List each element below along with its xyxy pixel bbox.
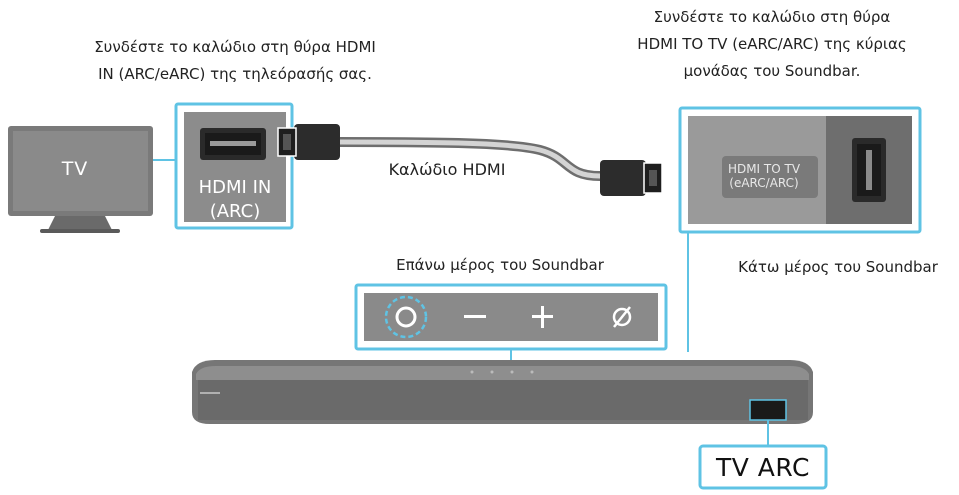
- soundbar-hdmi-port-line-2: (eARC/ARC): [729, 176, 799, 190]
- tv-arc-label: TV ARC: [715, 453, 810, 482]
- top-of-soundbar-label: Επάνω μέρος του Soundbar: [396, 256, 604, 274]
- tv-label: TV: [61, 158, 89, 180]
- tv-hdmi-port-line-2: (ARC): [209, 201, 261, 222]
- soundbar-port-instruction-line-1: Συνδέστε το καλώδιο στη θύρα: [653, 8, 891, 26]
- tv-hdmi-port-label: HDMI IN (ARC): [180, 176, 290, 224]
- hdmi-cable: [277, 124, 663, 196]
- bottom-of-soundbar-label: Κάτω μέρος του Soundbar: [738, 258, 938, 276]
- soundbar-hdmi-port-line-1: HDMI TO TV: [727, 162, 801, 176]
- soundbar-port-instruction-line-3: μονάδας του Soundbar.: [683, 62, 861, 80]
- tv-hdmi-port-line-1: HDMI IN: [198, 177, 272, 198]
- soundbar-port-instruction: Συνδέστε το καλώδιο στη θύρα HDMI TO TV …: [612, 4, 932, 85]
- tv-port-instruction-line-1: Συνδέστε το καλώδιο στη θύρα HDMI: [94, 38, 376, 56]
- hdmi-cable-label: Καλώδιο HDMI: [388, 160, 506, 179]
- soundbar-icon: [192, 360, 813, 424]
- soundbar-port-instruction-line-2: HDMI TO TV (eARC/ARC) της κύριας: [637, 35, 907, 53]
- soundbar-top-buttons: [354, 283, 668, 351]
- tv-arc-callout: [698, 444, 828, 490]
- tv-port-instruction: Συνδέστε το καλώδιο στη θύρα HDMI IN (AR…: [70, 34, 400, 88]
- tv-hdmi-port-panel: [174, 102, 294, 230]
- tv-icon: [8, 126, 153, 233]
- soundbar-hdmi-port-label: HDMI TO TV (eARC/ARC): [694, 162, 834, 190]
- tv-port-instruction-line-2: IN (ARC/eARC) της τηλεόρασής σας.: [98, 65, 372, 83]
- soundbar-port-panel: [678, 106, 922, 234]
